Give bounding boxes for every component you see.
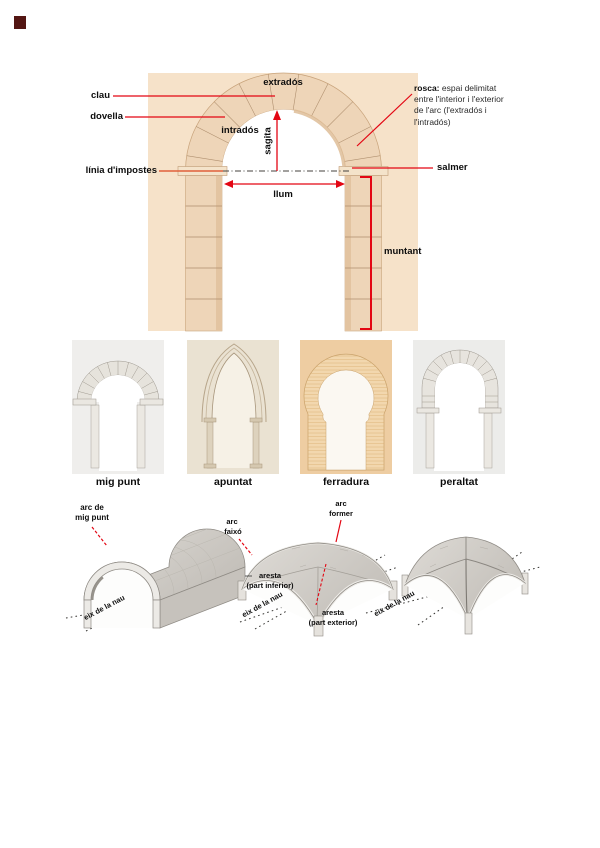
right-pillar (344, 175, 382, 332)
door-opening (222, 171, 345, 331)
caption-mig-punt: mig punt (95, 476, 141, 488)
llum-arrow (224, 180, 345, 188)
dovella-label: dovella (90, 111, 123, 122)
clau-label: clau (90, 90, 110, 101)
caption-ferradura: ferradura (322, 476, 370, 488)
front-right-opening (468, 574, 525, 619)
texture (429, 545, 505, 569)
arc-faixo-leader (238, 538, 253, 556)
peraltat-figure (413, 340, 505, 474)
floor-diagonal (254, 554, 386, 630)
muntant-bracket (360, 176, 372, 330)
right-impost-ledge (338, 166, 389, 176)
front-right-arch-edge (467, 574, 526, 620)
arch-diagram-figure (113, 72, 433, 332)
faixo-label-line1: arc (226, 517, 237, 526)
arch-opening (222, 109, 345, 171)
tunnel-opening (91, 569, 153, 600)
rosca-text: espai delimitat entre l'interior i l'ext… (414, 83, 504, 127)
front-left-arch-edge (241, 580, 319, 626)
vaults-figure: arc de mig punt eix de la nau (65, 499, 541, 637)
front-left-opening (405, 575, 468, 619)
front-right-opening (318, 580, 393, 625)
stilted-arch (416, 349, 502, 471)
pointed-arch (201, 343, 267, 469)
groin-vault: arc faixó arc former aresta (part inferi… (224, 499, 399, 637)
llum-label: llum (273, 189, 293, 200)
vaults-section: arc de mig punt eix de la nau (0, 497, 600, 662)
barrel-vault: arc de mig punt eix de la nau (65, 503, 247, 632)
apuntat-figure (187, 340, 279, 474)
rear-arch-edge (241, 542, 394, 590)
leader-lines (113, 93, 433, 172)
aresta-ext-label-line2: (part exterior) (309, 618, 358, 627)
aresta-ext-label-line1: aresta (322, 608, 345, 617)
barrel-arc-label-line2: mig punt (75, 513, 109, 522)
aresta-inf-label-line1: aresta (259, 571, 282, 580)
tunnel-floor (91, 600, 153, 628)
ferradura-figure (300, 340, 392, 474)
extrados-label: extradós (263, 77, 303, 88)
aresta-inf-label-line2: (part inferior) (246, 581, 294, 590)
right-leg (152, 599, 161, 629)
former-label-line2: former (329, 509, 353, 518)
barrel-arc-label-line1: arc de (80, 503, 104, 512)
front-pier (313, 615, 324, 637)
rosca-leader (356, 93, 413, 147)
caption-apuntat: apuntat (214, 476, 252, 488)
left-leg (83, 599, 92, 629)
sagita-arrow (273, 110, 281, 171)
front-pier (464, 612, 473, 635)
rosca-term: rosca: (414, 83, 440, 93)
aresta-exterior-leader (315, 563, 327, 606)
salmer-label: salmer (437, 162, 468, 173)
front-rib (465, 558, 468, 617)
ribbed-vault: eix de la nau (365, 536, 541, 635)
voussoir-joints (186, 74, 381, 162)
caption-peraltat: peraltat (440, 476, 478, 488)
semicircular-arch (72, 360, 164, 471)
horseshoe-arch (303, 353, 389, 471)
left-pillar (185, 175, 223, 332)
front-right-arch-edge (317, 580, 394, 626)
sagita-label: sagita (262, 127, 274, 155)
mig-punt-figure (72, 340, 164, 474)
faixo-label-line2: faixó (224, 527, 242, 536)
page-marker (14, 16, 26, 29)
arc-mig-punt-leader (91, 526, 108, 547)
former-label-line1: arc (335, 499, 346, 508)
intrados-shadow (293, 109, 346, 167)
arch-types-section: mig punt apuntat ferradura peraltat (0, 337, 600, 497)
linia-impostes-label: línia d'impostes (85, 165, 157, 176)
muntant-label: muntant (384, 246, 422, 257)
intrados-label: intradós (221, 125, 259, 136)
front-left-opening (242, 580, 318, 625)
rosca-definition: rosca: espai delimitat entre l'interior … (414, 83, 506, 128)
arc-former-leader (335, 519, 342, 543)
front-left-arch-edge (404, 575, 469, 620)
arch-diagram-section: clau dovella línia d'impostes extradós i… (0, 0, 600, 340)
